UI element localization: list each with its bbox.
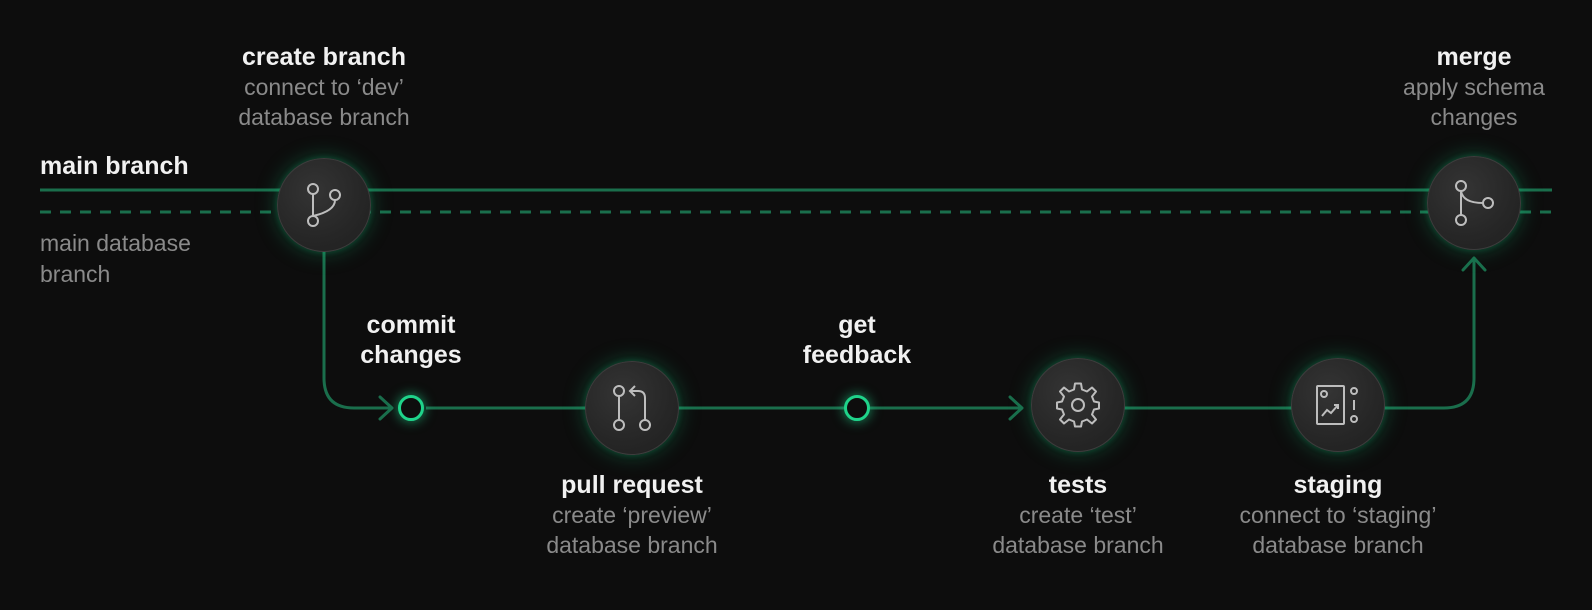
merge-title: merge bbox=[1436, 43, 1512, 71]
staging-title: staging bbox=[1293, 471, 1383, 499]
get-feedback-title-2: feedback bbox=[802, 341, 912, 369]
commit-changes-title-2: changes bbox=[360, 341, 462, 369]
gear-icon bbox=[1056, 382, 1100, 428]
pull-request-icon bbox=[613, 385, 651, 431]
main-branch-label: main branch bbox=[40, 152, 189, 180]
arrow-into-commit bbox=[378, 395, 394, 421]
main-database-branch-label: main database branch bbox=[40, 228, 191, 290]
create-branch-subtitle-1: connect to ‘dev’ bbox=[244, 74, 404, 100]
merge-subtitle-1: apply schema bbox=[1403, 74, 1545, 100]
get-feedback-dot bbox=[844, 395, 870, 421]
create-branch-label: create branch connect to ‘dev’ database … bbox=[238, 42, 409, 132]
feature-branch-down-path bbox=[322, 252, 392, 410]
merge-node bbox=[1427, 156, 1521, 250]
staging-dashboard-icon bbox=[1316, 385, 1358, 425]
staging-subtitle-1: connect to ‘staging’ bbox=[1239, 502, 1437, 528]
tests-node bbox=[1031, 358, 1125, 452]
merge-label: merge apply schema changes bbox=[1403, 42, 1545, 132]
create-branch-node bbox=[277, 158, 371, 252]
git-merge-icon bbox=[1455, 180, 1494, 226]
pull-request-node bbox=[585, 361, 679, 455]
staging-label: staging connect to ‘staging’ database br… bbox=[1240, 470, 1437, 560]
pull-request-subtitle-1: create ‘preview’ bbox=[552, 502, 712, 528]
pull-request-label: pull request create ‘preview’ database b… bbox=[546, 470, 717, 560]
tests-subtitle-2: database branch bbox=[992, 532, 1164, 558]
main-database-branch-label-line-1: main database bbox=[40, 230, 191, 256]
pull-request-title: pull request bbox=[561, 471, 703, 499]
git-branch-icon bbox=[307, 183, 341, 227]
get-feedback-label: get feedback bbox=[803, 310, 911, 370]
main-database-branch-label-line-2: branch bbox=[40, 261, 111, 287]
commit-changes-dot bbox=[398, 395, 424, 421]
get-feedback-title-1: get bbox=[838, 311, 876, 339]
staging-subtitle-2: database branch bbox=[1252, 532, 1424, 558]
arrow-into-tests bbox=[1008, 395, 1024, 421]
staging-node bbox=[1291, 358, 1385, 452]
tests-subtitle-1: create ‘test’ bbox=[1019, 502, 1137, 528]
create-branch-subtitle-2: database branch bbox=[238, 104, 410, 130]
tests-title: tests bbox=[1048, 471, 1108, 499]
commit-changes-title-1: commit bbox=[366, 311, 456, 339]
commit-changes-label: commit changes bbox=[360, 310, 461, 370]
merge-subtitle-2: changes bbox=[1430, 104, 1518, 130]
arrow-into-merge bbox=[1461, 256, 1487, 272]
pull-request-subtitle-2: database branch bbox=[546, 532, 718, 558]
staging-to-merge-path bbox=[1384, 258, 1476, 410]
tests-label: tests create ‘test’ database branch bbox=[992, 470, 1163, 560]
create-branch-title: create branch bbox=[242, 43, 406, 71]
